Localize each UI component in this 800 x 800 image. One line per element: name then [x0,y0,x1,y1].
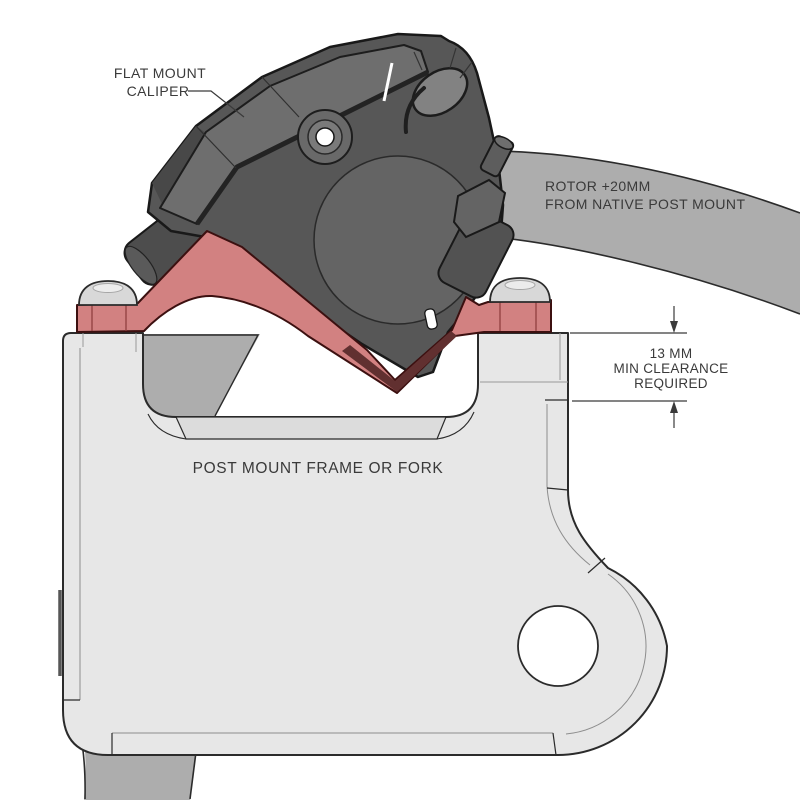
hose-arch-knob [411,66,469,118]
frame-label: POST MOUNT FRAME OR FORK [193,460,444,477]
clearance-text: 13 MM MIN CLEARANCE REQUIRED [614,346,729,391]
hose-arch-hook [403,86,426,134]
pad-slot-shadow [194,69,430,226]
flat-mount-caliper [123,32,515,379]
dim-arrowhead-bottom [670,401,678,413]
channel-fillet-right [436,411,475,440]
mount-bolt-hole [315,127,335,147]
caliper-label-line2: CALIPER [127,83,190,99]
frame-edge-ticks [63,399,606,756]
rotor-channel-edge [144,334,260,417]
post-mount-frame [58,332,668,756]
mounting-bolts [78,277,551,306]
axle-hole [517,605,599,687]
caliper-facet-dark [152,126,206,206]
frame-label-text: POST MOUNT FRAME OR FORK [193,460,444,477]
adapter-v-shadow [342,331,457,392]
banjo-fitting [437,135,515,299]
rotor-label: ROTOR +20MM FROM NATIVE POST MOUNT [545,178,745,212]
caliper-label: FLAT MOUNT CALIPER [114,65,245,118]
post-boss-lines [82,333,561,380]
clearance-line1: 13 MM [650,346,693,361]
bolt-dome-left-top [92,283,124,293]
frame-fillet-scurve [546,485,591,566]
channel-fillet-left [147,413,187,440]
frame-fillet-lobe [565,573,647,735]
arch-gap-highlight [382,62,394,102]
rotor-label-line1: ROTOR +20MM [545,178,651,194]
caliper-label-line1: FLAT MOUNT [114,65,206,81]
channel-floor-face [175,416,447,440]
caliper-facet-lines [195,76,300,169]
clearance-line2: MIN CLEARANCE [614,361,729,376]
rotor-band-upper [445,150,800,314]
rotor-exit-edge-right [189,751,197,800]
caliper-leader-line [188,90,245,118]
bolt-dome-right-top [504,280,536,290]
banjo-collar [452,178,507,239]
flat-mount-adapter [76,230,552,394]
adapter-facet-lines [91,300,537,331]
clearance-dimension [570,306,687,428]
banjo-bolt-cap [493,135,514,150]
caliper-slot-hole [424,308,438,330]
clearance-line3: REQUIRED [634,376,708,391]
rotor-label-line2: FROM NATIVE POST MOUNT [545,196,745,212]
arch-facet-lines [413,47,473,79]
dim-arrowhead-top [670,321,678,333]
